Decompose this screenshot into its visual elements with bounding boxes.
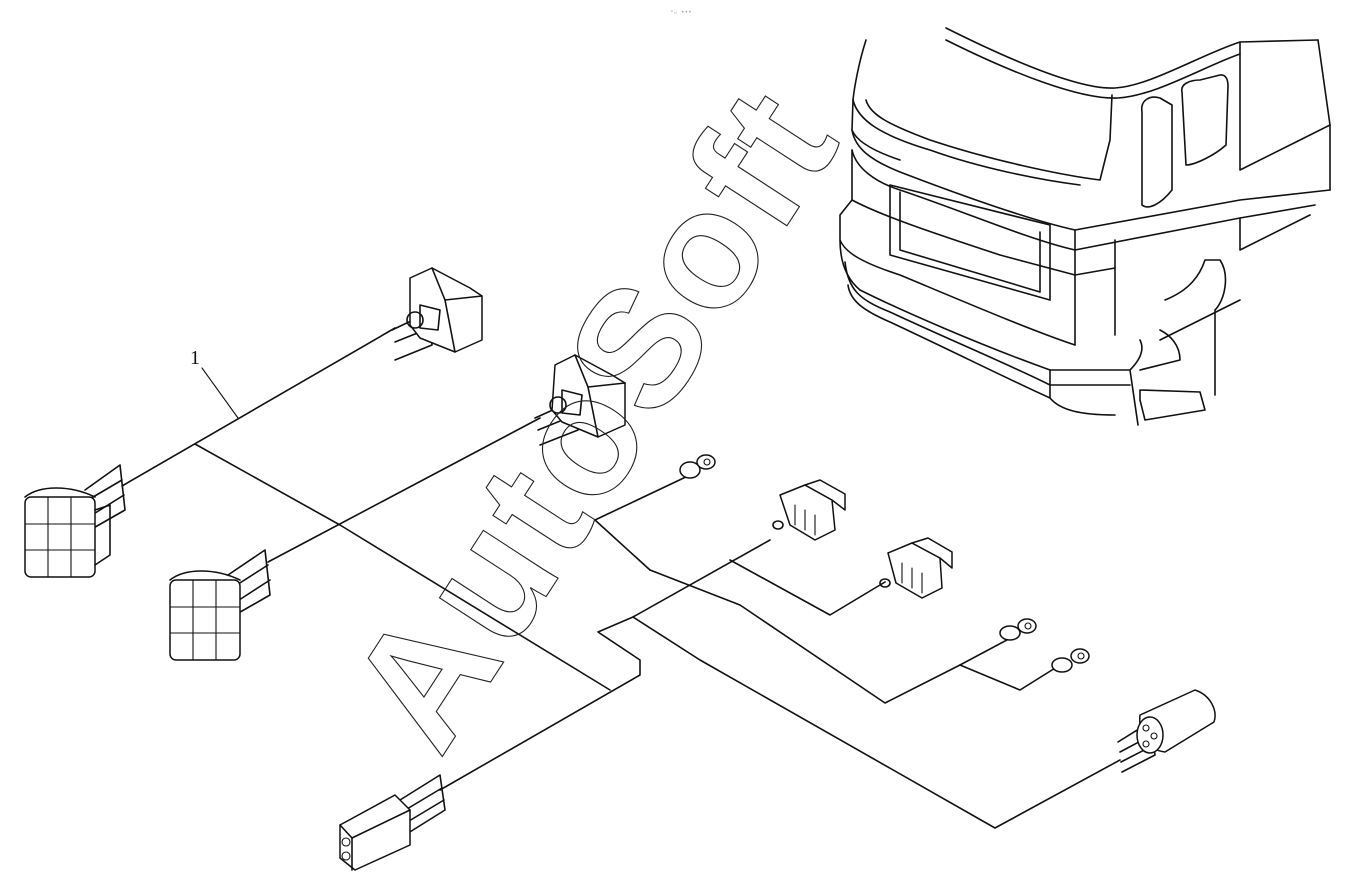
ring-terminal-1: [679, 454, 716, 479]
connector-9pin-b: [169, 549, 271, 661]
top-mark: ᵃₙ •••: [670, 9, 692, 16]
bottom-connector: [339, 774, 446, 871]
harness-wires: [121, 327, 1121, 829]
connector-d: [879, 537, 953, 599]
ring-terminal-3: [1051, 648, 1090, 673]
relay-connector-2: [534, 354, 626, 446]
round-connector: [1117, 689, 1216, 773]
callout-1: 1: [190, 347, 200, 369]
connector-9pin-a: [24, 464, 126, 578]
connector-c: [772, 479, 846, 541]
ring-terminal-2: [999, 618, 1037, 641]
watermark-text: AutoSoft: [313, 56, 874, 780]
callout-label-1: 1: [190, 347, 200, 369]
relay-connector-1: [391, 267, 483, 361]
truck-cab-illustration: [839, 27, 1331, 426]
